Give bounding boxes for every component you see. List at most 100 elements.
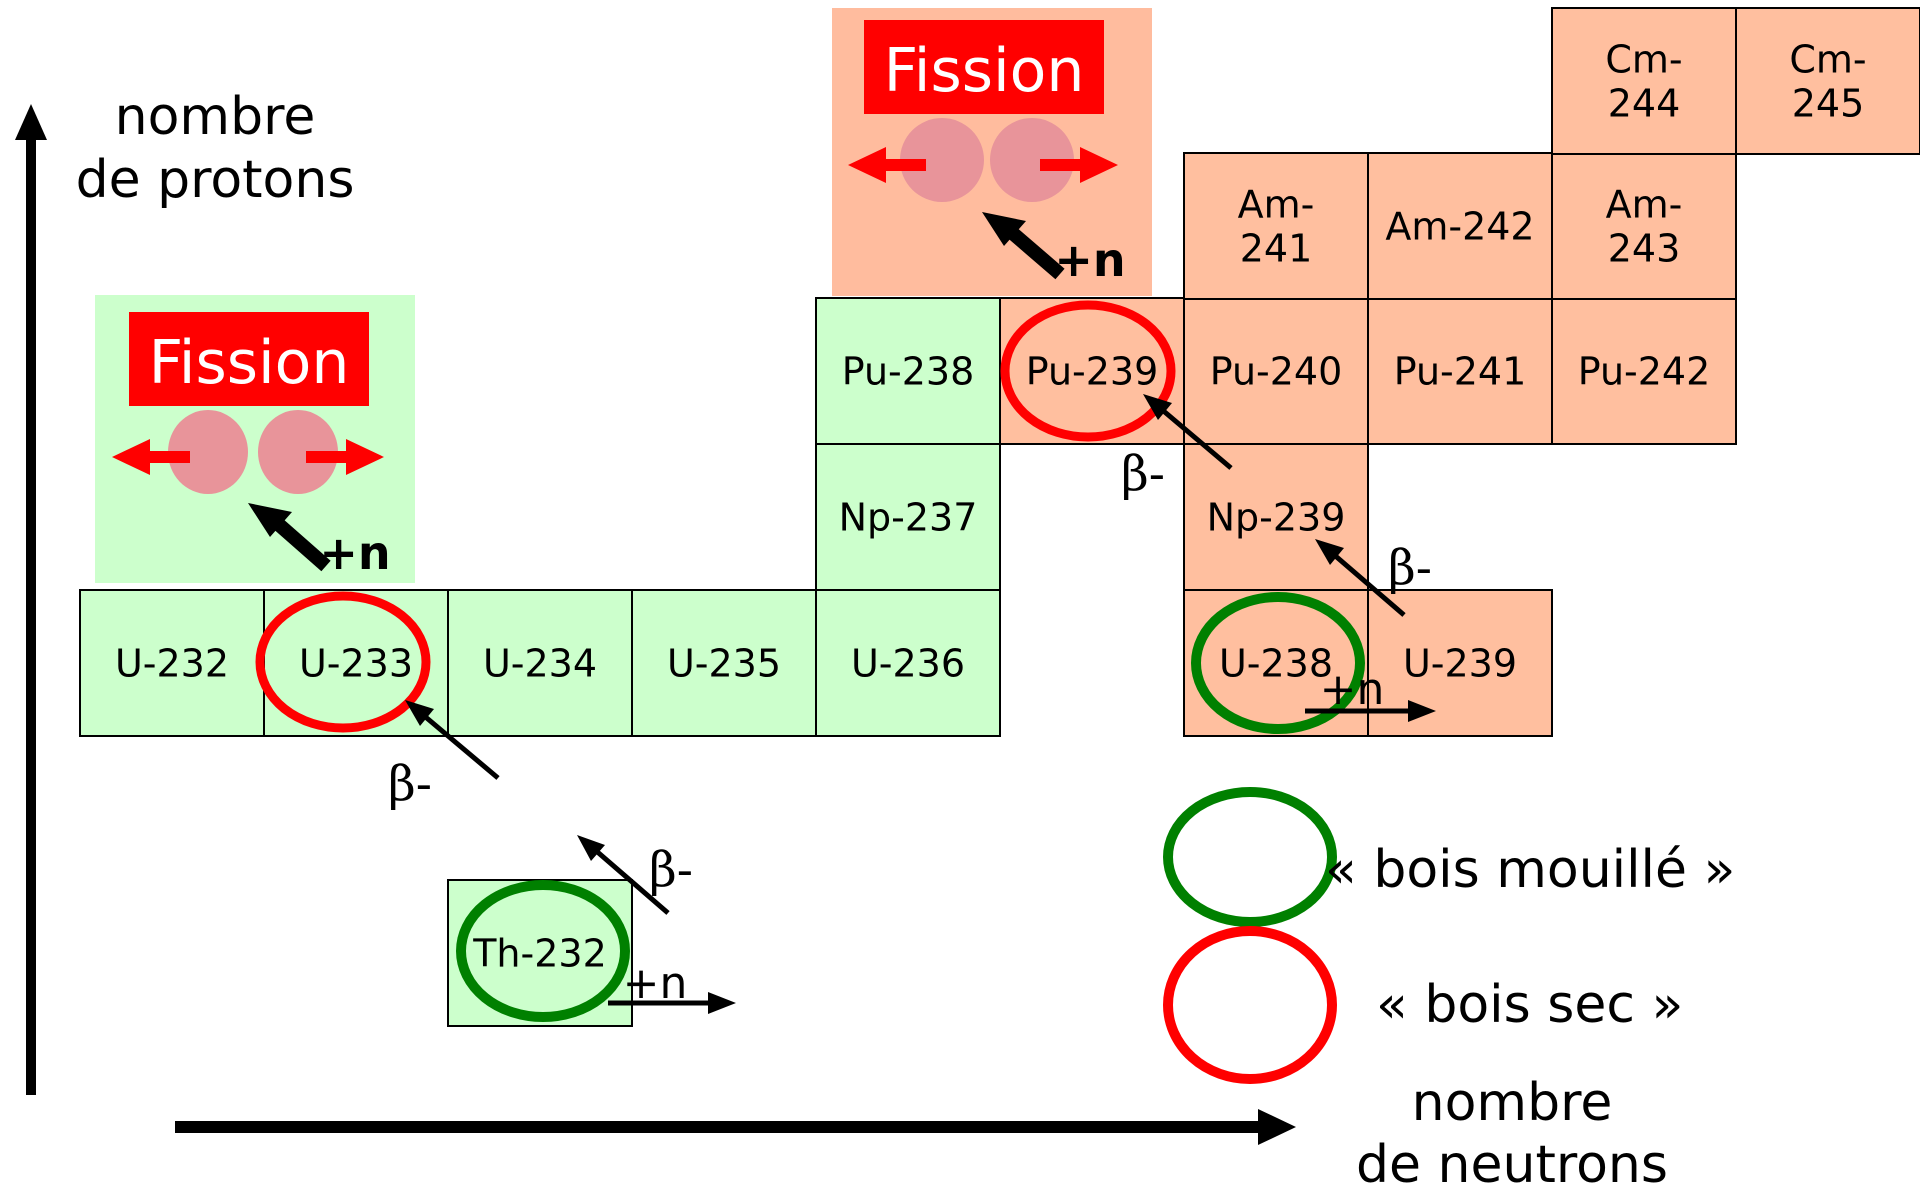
nuclide-cell-bg [1367, 297, 1553, 445]
neutron-label: +n [623, 958, 688, 1009]
ring-dry-u233 [255, 591, 431, 733]
transition-u238-neutron: +n [1305, 664, 1436, 722]
ring-dry-pu239 [1000, 300, 1176, 442]
y-axis-label-line1: nombre [115, 87, 316, 147]
nuclide-cell-u232: U-232 [79, 589, 265, 737]
nuclide-cell-bg [1551, 152, 1737, 300]
fragment-arrow-right [306, 439, 384, 475]
nuclide-label: Pu-238 [842, 350, 975, 394]
nuclide-cell-pu238: Pu-238 [815, 297, 1001, 445]
nuclide-cell-u235: U-235 [631, 589, 817, 737]
beta-label: β- [388, 756, 432, 812]
legend: « bois mouillé » « bois sec » [1163, 787, 1735, 1084]
nuclide-label: Pu-242 [1578, 350, 1711, 394]
transition-np239-beta: β- [1121, 394, 1233, 502]
nuclide-label: U-238 [1219, 642, 1333, 686]
fission-label: Fission [884, 36, 1085, 106]
nuclide-cell-bg [815, 297, 1001, 445]
nuclide-cell-u234: U-234 [447, 589, 633, 737]
nuclide-cell-bg [79, 589, 265, 737]
nuclide-label: Am-242 [1385, 205, 1534, 249]
nuclide-label: U-232 [115, 642, 229, 686]
legend-label-dry: « bois sec » [1376, 975, 1683, 1035]
ring-wet-u238 [1191, 592, 1365, 734]
neutron-arrow-head [982, 212, 1026, 246]
nuclide-label: U-235 [667, 642, 781, 686]
neutron-label: +n [1054, 233, 1125, 287]
neutron-arrow-head [248, 503, 292, 537]
nuclide-label: 243 [1608, 227, 1681, 271]
nuclide-cell-bg [1551, 7, 1737, 155]
fission-fragment-right [258, 410, 338, 494]
fission-fragment-left [168, 410, 248, 494]
nuclide-label: Np-239 [1207, 496, 1346, 540]
nuclide-cell-bg [1183, 443, 1369, 591]
nuclide-cell-bg [1367, 152, 1553, 300]
transition-th233-beta: β- [577, 835, 693, 915]
nuclide-cell-bg [1183, 297, 1369, 445]
fission-fragment-right [990, 118, 1074, 202]
nuclide-label: 245 [1792, 82, 1865, 126]
transition-pa233-beta: β- [388, 700, 500, 812]
nuclide-cell-pu239: Pu-239 [999, 297, 1185, 445]
nuclide-cell-np239: Np-239 [1183, 443, 1369, 591]
nuclide-label: 244 [1608, 82, 1681, 126]
nuclide-label: U-234 [483, 642, 597, 686]
nuclide-label: Pu-241 [1394, 350, 1527, 394]
nuclide-label: Am- [1606, 183, 1683, 227]
nuclide-label: Pu-239 [1026, 350, 1159, 394]
fragment-arrow-left [112, 439, 190, 475]
nuclide-label: Cm- [1605, 38, 1682, 82]
legend-label-wet: « bois mouillé » [1325, 840, 1735, 900]
legend-ring-dry [1163, 926, 1337, 1084]
nuclide-cell-pu242: Pu-242 [1551, 297, 1737, 445]
beta-label: β- [649, 842, 693, 898]
nuclide-cell-cm245: Cm-245 [1735, 7, 1920, 155]
beta-label: β- [1388, 540, 1432, 596]
nuclide-label: U-233 [299, 642, 413, 686]
nuclide-cell-bg [815, 589, 1001, 737]
nuclide-cell-u236: U-236 [815, 589, 1001, 737]
transition-th232-neutron: +n [608, 958, 736, 1014]
x-axis [175, 1109, 1296, 1145]
nuclide-cell-bg [815, 443, 1001, 591]
fission-label-bg [864, 20, 1104, 114]
beta-label: β- [1121, 446, 1165, 502]
x-axis-label-line1: nombre [1412, 1073, 1613, 1133]
nuclide-label: Th-232 [472, 932, 607, 976]
nuclide-cell-bg [447, 589, 633, 737]
nuclide-label: 241 [1240, 227, 1313, 271]
nuclide-label: Cm- [1789, 38, 1866, 82]
nuclide-cell-bg [1735, 7, 1920, 155]
nuclide-cell-cm244: Cm-244 [1551, 7, 1737, 155]
nuclide-cell-u239: U-239 [1367, 589, 1553, 737]
ring-wet-th232 [456, 880, 630, 1022]
legend-ring-wet [1163, 787, 1337, 927]
x-axis-label-line2: de neutrons [1356, 1135, 1668, 1192]
transition-u239-beta: β- [1315, 539, 1432, 617]
nuclide-label: Am- [1238, 183, 1315, 227]
fragment-arrow-right [1040, 147, 1118, 183]
nuclide-cell-pu241: Pu-241 [1367, 297, 1553, 445]
fission-label-bg [129, 312, 369, 406]
nuclide-cell-am242: Am-242 [1367, 152, 1553, 300]
fission-fragment-left [900, 118, 984, 202]
y-axis-label-line2: de protons [76, 150, 355, 210]
nuclide-label: Np-237 [839, 496, 978, 540]
nuclide-label: Pu-240 [1210, 350, 1343, 394]
y-axis [15, 104, 47, 1095]
nuclide-cell-am241: Am-241 [1183, 152, 1369, 300]
nuclide-cell-bg [1183, 152, 1369, 300]
nuclide-cell-pu240: Pu-240 [1183, 297, 1369, 445]
neutron-label: +n [319, 526, 390, 580]
nuclide-cell-am243: Am-243 [1551, 152, 1737, 300]
nuclide-label: U-236 [851, 642, 965, 686]
fission-label: Fission [149, 328, 350, 398]
nuclide-label: U-239 [1403, 642, 1517, 686]
nuclide-cell-np237: Np-237 [815, 443, 1001, 591]
fragment-arrow-left [848, 147, 926, 183]
neutron-label: +n [1320, 664, 1385, 715]
fission-illustration-orange: Fission +n [848, 20, 1126, 287]
fission-illustration-green: Fission +n [112, 312, 391, 580]
